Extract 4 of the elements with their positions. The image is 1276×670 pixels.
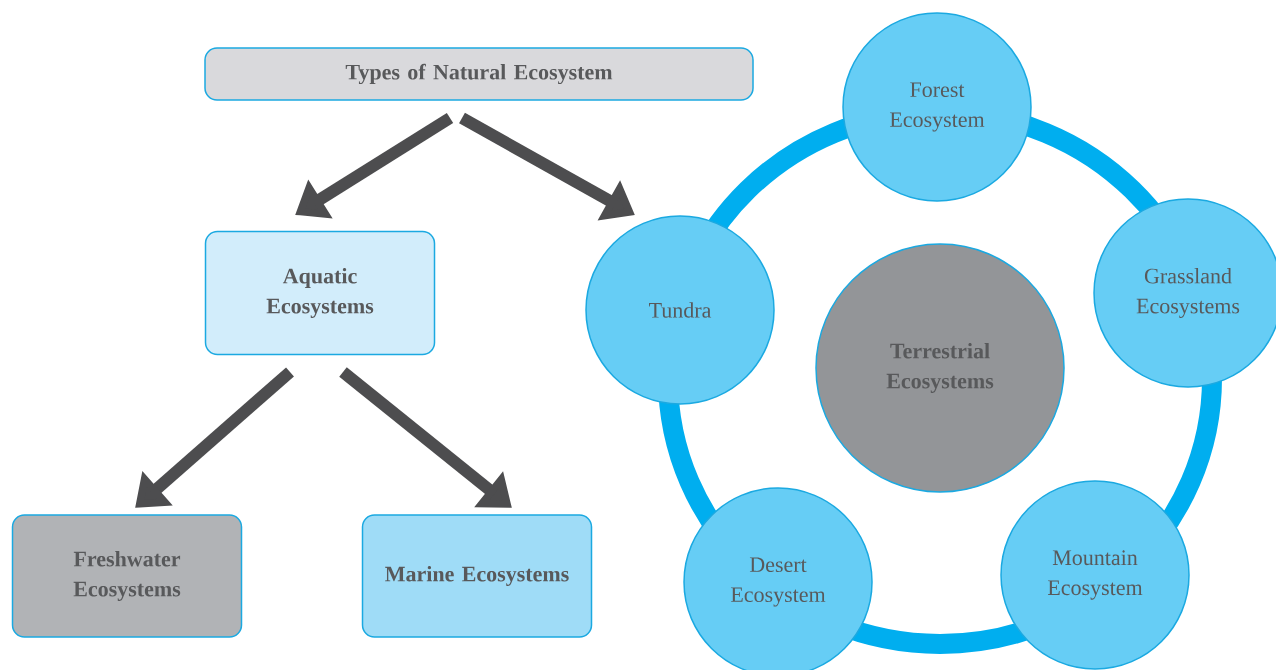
title-box: Types of Natural Ecosystem [204,47,754,101]
process-box: Aquatic Ecosystems [204,230,436,356]
process-box: Marine Ecosystems [361,514,593,638]
process-box: Freshwater Ecosystems [11,514,243,638]
